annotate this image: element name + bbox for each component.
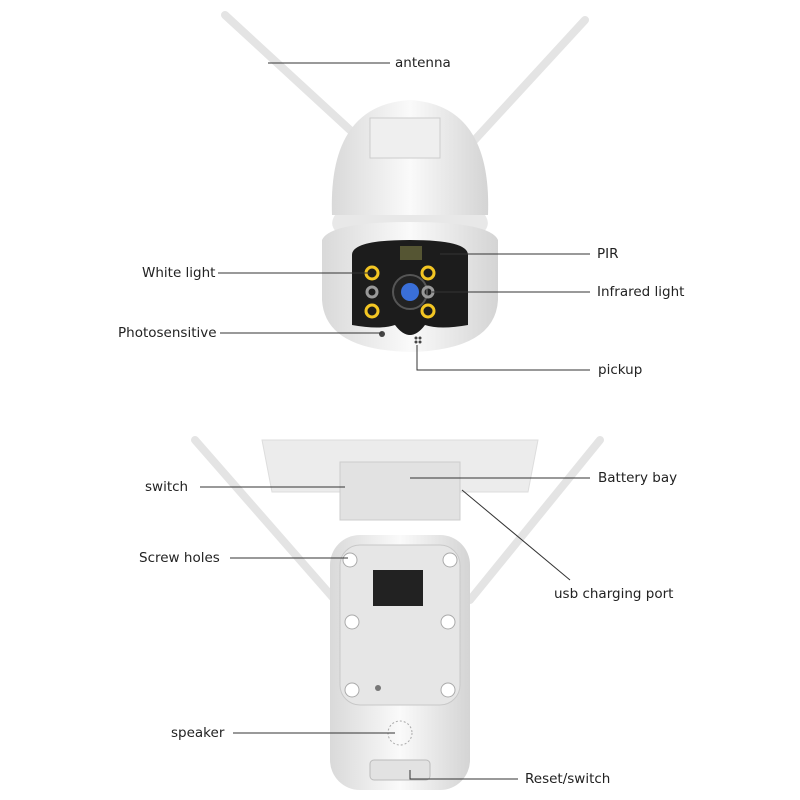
label-infrared-light: Infrared light [597,284,685,300]
camera-back [191,436,604,790]
label-speaker: speaker [171,725,225,741]
label-antenna: antenna [395,55,451,71]
label-pir: PIR [597,246,619,262]
leader-lines [200,62,590,780]
dome-camera-front [221,11,589,352]
label-white-light: White light [142,265,216,281]
lens [401,283,419,301]
label-battery-bay: Battery bay [598,470,678,486]
label-reset-switch: Reset/switch [525,771,611,787]
label-photosensitive: Photosensitive [118,325,217,341]
label-pickup: pickup [598,362,643,378]
label-switch: switch [145,479,189,495]
label-screw-holes: Screw holes [139,550,220,566]
pir-sensor [400,246,422,260]
label-usb-charging-port: usb charging port [554,586,674,602]
